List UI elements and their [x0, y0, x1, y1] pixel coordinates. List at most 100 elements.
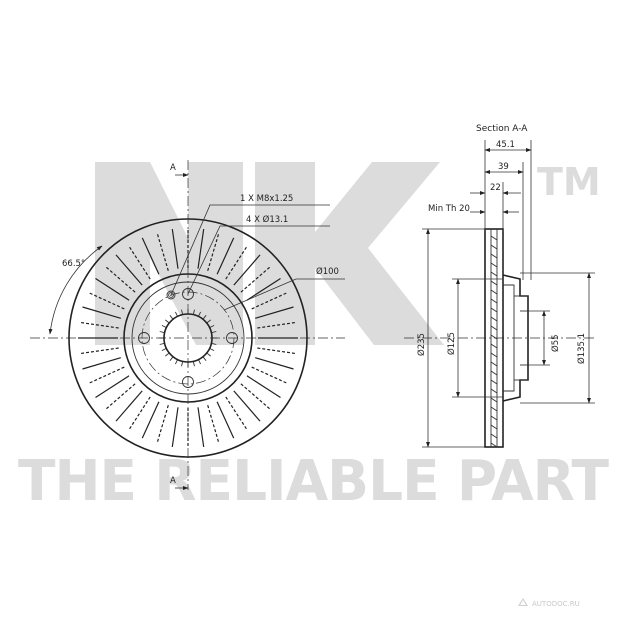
vent-rib: [79, 347, 119, 355]
vent-mark: [490, 271, 498, 277]
vent-rib: [255, 306, 294, 319]
dim-hub-diameter: Ø135.1: [576, 333, 587, 364]
vent-rib: [225, 396, 249, 431]
bore-tooth: [165, 319, 170, 324]
vent-rib: [240, 265, 272, 293]
center-bore-teeth: [159, 309, 217, 367]
bore-tooth: [159, 331, 165, 334]
credit-watermark: AUTODOC.RU: [518, 598, 580, 608]
vent-rib: [171, 407, 179, 447]
vent-mark: [490, 433, 498, 439]
bore-tooth: [174, 359, 179, 365]
vent-rib: [95, 375, 130, 399]
section-mark-bottom: A: [170, 476, 176, 486]
bore-tooth: [174, 311, 179, 317]
vent-mark: [490, 244, 498, 250]
vent-mark: [490, 316, 498, 322]
bore-tooth: [165, 352, 170, 357]
disc-section-profile: [484, 228, 529, 448]
bolt-hole: [182, 288, 194, 300]
vent-rib: [87, 291, 125, 310]
vent-mark: [490, 415, 498, 421]
bore-tooth: [202, 315, 207, 320]
bore-tooth: [192, 309, 195, 315]
vent-mark: [490, 397, 498, 403]
vent-mark: [490, 289, 498, 295]
bore-tooth: [159, 342, 165, 345]
vent-mark: [490, 235, 498, 241]
vent-mark: [490, 370, 498, 376]
bolt-hole: [226, 332, 238, 344]
vent-rib: [156, 405, 169, 444]
vent-rib: [127, 245, 151, 280]
bore-tooth: [209, 324, 215, 329]
vent-mark: [490, 307, 498, 313]
vent-mark: [490, 298, 498, 304]
section-view: Section A-A 45.1 39: [404, 124, 596, 448]
bore-tooth: [206, 319, 211, 324]
center-bore: [163, 313, 213, 363]
section-mark-top: A: [170, 163, 176, 173]
dim-center-bore: Ø55: [550, 334, 561, 352]
vent-mark: [490, 352, 498, 358]
trademark-mark: TM: [537, 160, 601, 204]
vent-mark: [490, 325, 498, 331]
bore-tooth: [161, 347, 167, 352]
vent-rib: [240, 383, 272, 411]
hat-outer-circle: [123, 273, 253, 403]
thread-label: 1 X M8x1.25: [240, 194, 293, 204]
vent-rib: [257, 321, 297, 329]
bore-tooth: [202, 356, 207, 361]
vent-rib: [127, 396, 151, 431]
vent-rib: [251, 366, 289, 385]
vent-mark: [490, 343, 498, 349]
bore-tooth: [169, 315, 174, 320]
dim-outer-diameter: Ø235: [416, 333, 427, 356]
bolt-holes-label: 4 X Ø13.1: [246, 214, 288, 225]
section-title: Section A-A: [476, 124, 528, 134]
dim-hat-diameter: Ø125: [446, 332, 457, 355]
pcd-circle: [141, 291, 235, 385]
bore-tooth: [211, 342, 217, 345]
vent-mark: [490, 253, 498, 259]
angle-label: 66.5°: [62, 259, 85, 269]
bolt-hole: [182, 376, 194, 388]
angle-dimension-arc: [48, 245, 103, 335]
vent-mark: [490, 334, 498, 340]
threaded-hole: [166, 290, 176, 300]
vent-rib: [197, 229, 205, 269]
vent-rib: [207, 405, 220, 444]
vent-rib: [257, 347, 297, 355]
bore-tooth: [161, 324, 167, 329]
vent-mark: [490, 442, 498, 448]
vent-rib: [246, 375, 281, 399]
bore-tooth: [197, 311, 202, 317]
min-thickness-label: Min Th 20: [428, 204, 470, 214]
bore-tooth: [197, 359, 202, 365]
front-view: A A 66.5° 1 X M8x1.25 4 X Ø13.1 Ø100: [30, 160, 345, 490]
vent-rib: [233, 254, 261, 286]
vent-rib: [246, 277, 281, 301]
vent-rib: [251, 291, 289, 310]
disc-outer-edge: [68, 218, 308, 458]
vent-mark: [490, 388, 498, 394]
vent-mark: [490, 424, 498, 430]
threaded-hole-inner: [168, 292, 174, 298]
dim-disc-thickness: 22: [490, 183, 501, 193]
vent-mark: [490, 280, 498, 286]
bore-tooth: [211, 331, 217, 334]
vent-rib: [197, 407, 205, 447]
vent-mark: [490, 379, 498, 385]
vent-rib: [156, 232, 169, 271]
bore-tooth: [181, 309, 184, 315]
vent-rib: [87, 366, 125, 385]
bore-tooth: [206, 352, 211, 357]
dim-overall-width: 45.1: [496, 140, 515, 150]
vent-rib: [115, 254, 143, 286]
vent-rib: [225, 245, 249, 280]
tagline-watermark: THE RELIABLE PART: [18, 449, 609, 514]
vent-mark: [490, 406, 498, 412]
bore-tooth: [169, 356, 174, 361]
bore-tooth: [209, 347, 215, 352]
dim-hat-width: 39: [498, 162, 509, 172]
